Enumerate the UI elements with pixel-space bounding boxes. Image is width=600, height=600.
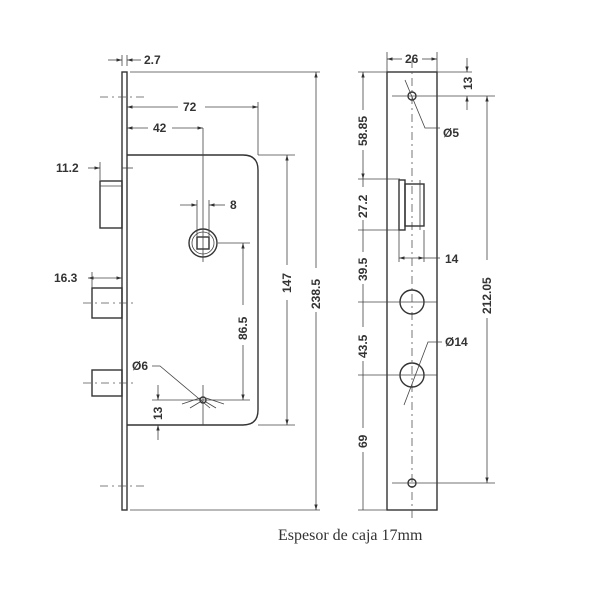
dim-58-85: 58.85 [356,116,370,146]
dim-72: 72 [183,100,197,114]
dim-26: 26 [405,52,419,66]
dim-8: 8 [230,198,237,212]
dim-27-2: 27.2 [356,194,370,218]
dim-212-05: 212.05 [480,277,494,314]
dim-13-side: 13 [151,406,165,420]
dim-86-5: 86.5 [236,316,250,340]
latch-front [398,179,425,231]
dim-cylinder-hole: Ø14 [445,335,468,349]
dim-faceplate-thickness: 2.7 [144,53,161,67]
dim-key-hole: Ø6 [132,359,148,373]
dim-16-3: 16.3 [54,271,78,285]
dim-238-5: 238.5 [309,279,323,309]
dim-11-2: 11.2 [56,161,79,175]
front-view: 26 13 Ø5 212.05 58.85 27.2 39.5 43.5 69 … [356,52,495,520]
dim-39-5: 39.5 [356,257,370,281]
dim-69: 69 [356,434,370,448]
dim-147: 147 [280,273,294,293]
latch-bolt [99,180,123,229]
faceplate [121,71,128,511]
dim-14: 14 [445,252,459,266]
dim-42: 42 [153,121,167,135]
lock-case [127,154,259,426]
dim-43-5: 43.5 [356,334,370,358]
dim-screw-hole: Ø5 [443,126,459,140]
dim-13-front: 13 [461,76,475,90]
caption: Espesor de caja 17mm [278,527,423,544]
side-view: 2.7 72 42 11.2 8 16.3 147 238.5 86.5 Ø6 [54,53,323,511]
